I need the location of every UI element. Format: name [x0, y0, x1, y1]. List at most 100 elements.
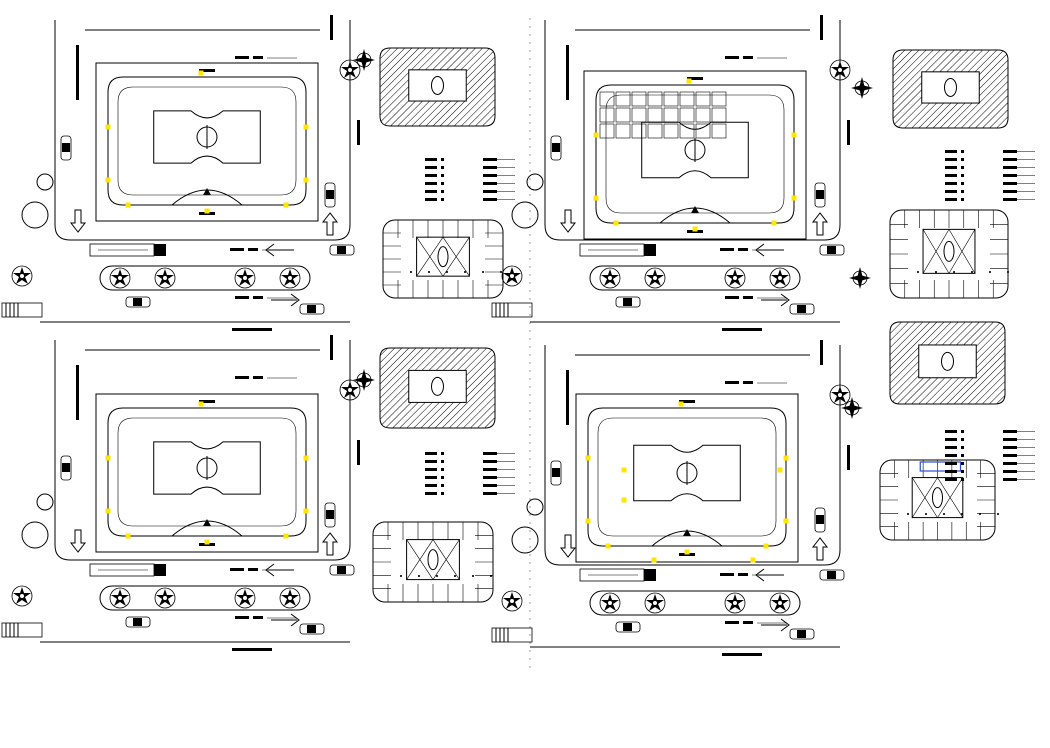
direction-arrow-icon: [760, 618, 790, 632]
vertical-label: [847, 120, 850, 145]
column-dot: [979, 513, 981, 515]
grid-marker: [783, 455, 789, 461]
direction-arrow-icon: [812, 212, 828, 236]
legend-mark: [441, 198, 444, 201]
direction-arrow-icon: [560, 534, 576, 558]
stand-outline: [595, 84, 795, 224]
legend-swatch: [425, 158, 437, 161]
car-icon: [329, 244, 355, 256]
legend-text: [483, 166, 497, 169]
legend-mark: [961, 438, 964, 441]
shop-unit: [599, 91, 615, 107]
direction-arrow-icon: [270, 613, 300, 627]
legend-text: [1003, 470, 1017, 473]
grid-marker: [621, 497, 627, 503]
grid-marker: [105, 124, 111, 130]
grid-marker: [303, 508, 309, 514]
grid-marker: [125, 533, 131, 539]
car-icon: [60, 135, 72, 161]
column-dot: [997, 513, 999, 515]
court-boundary: [583, 70, 807, 240]
shop-unit: [647, 91, 663, 107]
legend-mark: [961, 190, 964, 193]
atrium-dome: [932, 487, 943, 509]
shop-unit: [631, 91, 647, 107]
tree-icon: [724, 592, 746, 614]
legend-swatch: [945, 438, 957, 441]
tree-icon: [501, 590, 523, 612]
median: [589, 590, 801, 616]
legend-mark: [961, 158, 964, 161]
legend-text: [483, 190, 497, 193]
shop-unit: [663, 123, 679, 139]
bus-icon: [1, 302, 43, 318]
legend-text: [483, 476, 497, 479]
legend-swatch: [945, 198, 957, 201]
vertical-label: [76, 45, 79, 100]
legend-text: [483, 468, 497, 471]
legend-mark: [441, 492, 444, 495]
legend-text: [483, 492, 497, 495]
legend-swatch: [425, 182, 437, 185]
direction-arrow-icon: [760, 293, 790, 307]
atrium: [911, 477, 964, 519]
court-boundary: [95, 62, 319, 222]
column-dot: [989, 271, 991, 273]
legend-text: [1003, 182, 1017, 185]
grid-marker: [593, 195, 599, 201]
dimension-note: [234, 375, 298, 380]
road-curve: [544, 224, 561, 241]
car-icon: [299, 303, 325, 315]
grid-marker: [105, 455, 111, 461]
vertical-label: [330, 15, 333, 40]
shop-unit: [695, 107, 711, 123]
court-boundary: [95, 393, 319, 553]
tree-icon: [154, 587, 176, 609]
column-dot: [961, 513, 963, 515]
dimension-note: [234, 295, 298, 300]
vertical-label: [820, 15, 823, 40]
entrance-marker: [203, 188, 211, 195]
atrium-cross: [922, 229, 950, 274]
legend-swatch: [945, 150, 957, 153]
atrium: [406, 539, 460, 581]
legend-mark: [961, 182, 964, 185]
direction-arrow-icon: [270, 293, 300, 307]
atrium: [416, 236, 470, 277]
car-icon: [814, 182, 826, 208]
entrance-marker: [683, 529, 691, 536]
atrium-cross: [911, 477, 938, 518]
tree-canopy: [511, 201, 539, 229]
shop-unit: [711, 123, 727, 139]
legend-text: [1003, 190, 1017, 193]
roof-opening: [408, 369, 467, 403]
legend-mark: [961, 430, 964, 433]
dimension-note: [724, 380, 788, 385]
column-dot: [917, 271, 919, 273]
column-dot: [943, 513, 945, 515]
roof-dome: [941, 351, 954, 371]
car-icon: [819, 569, 845, 581]
road-curve: [544, 549, 561, 566]
dimension-note: [724, 620, 788, 625]
column-dot: [925, 513, 927, 515]
shop-unit: [631, 107, 647, 123]
legend-swatch: [425, 492, 437, 495]
legend-text: [483, 174, 497, 177]
vertical-label: [76, 365, 79, 420]
grid-marker: [777, 467, 783, 473]
legend-text: [1003, 166, 1017, 169]
grid-marker: [771, 220, 777, 226]
shop-unit: [599, 123, 615, 139]
panel-top-right: [491, 15, 1035, 331]
legend-mark: [441, 166, 444, 169]
median: [589, 265, 801, 291]
grid-marker: [791, 195, 797, 201]
legend-mark: [961, 478, 964, 481]
vertical-label: [330, 335, 333, 360]
legend-mark: [961, 174, 964, 177]
legend-mark: [441, 484, 444, 487]
roof-opening: [918, 344, 977, 379]
column-dot: [935, 271, 937, 273]
